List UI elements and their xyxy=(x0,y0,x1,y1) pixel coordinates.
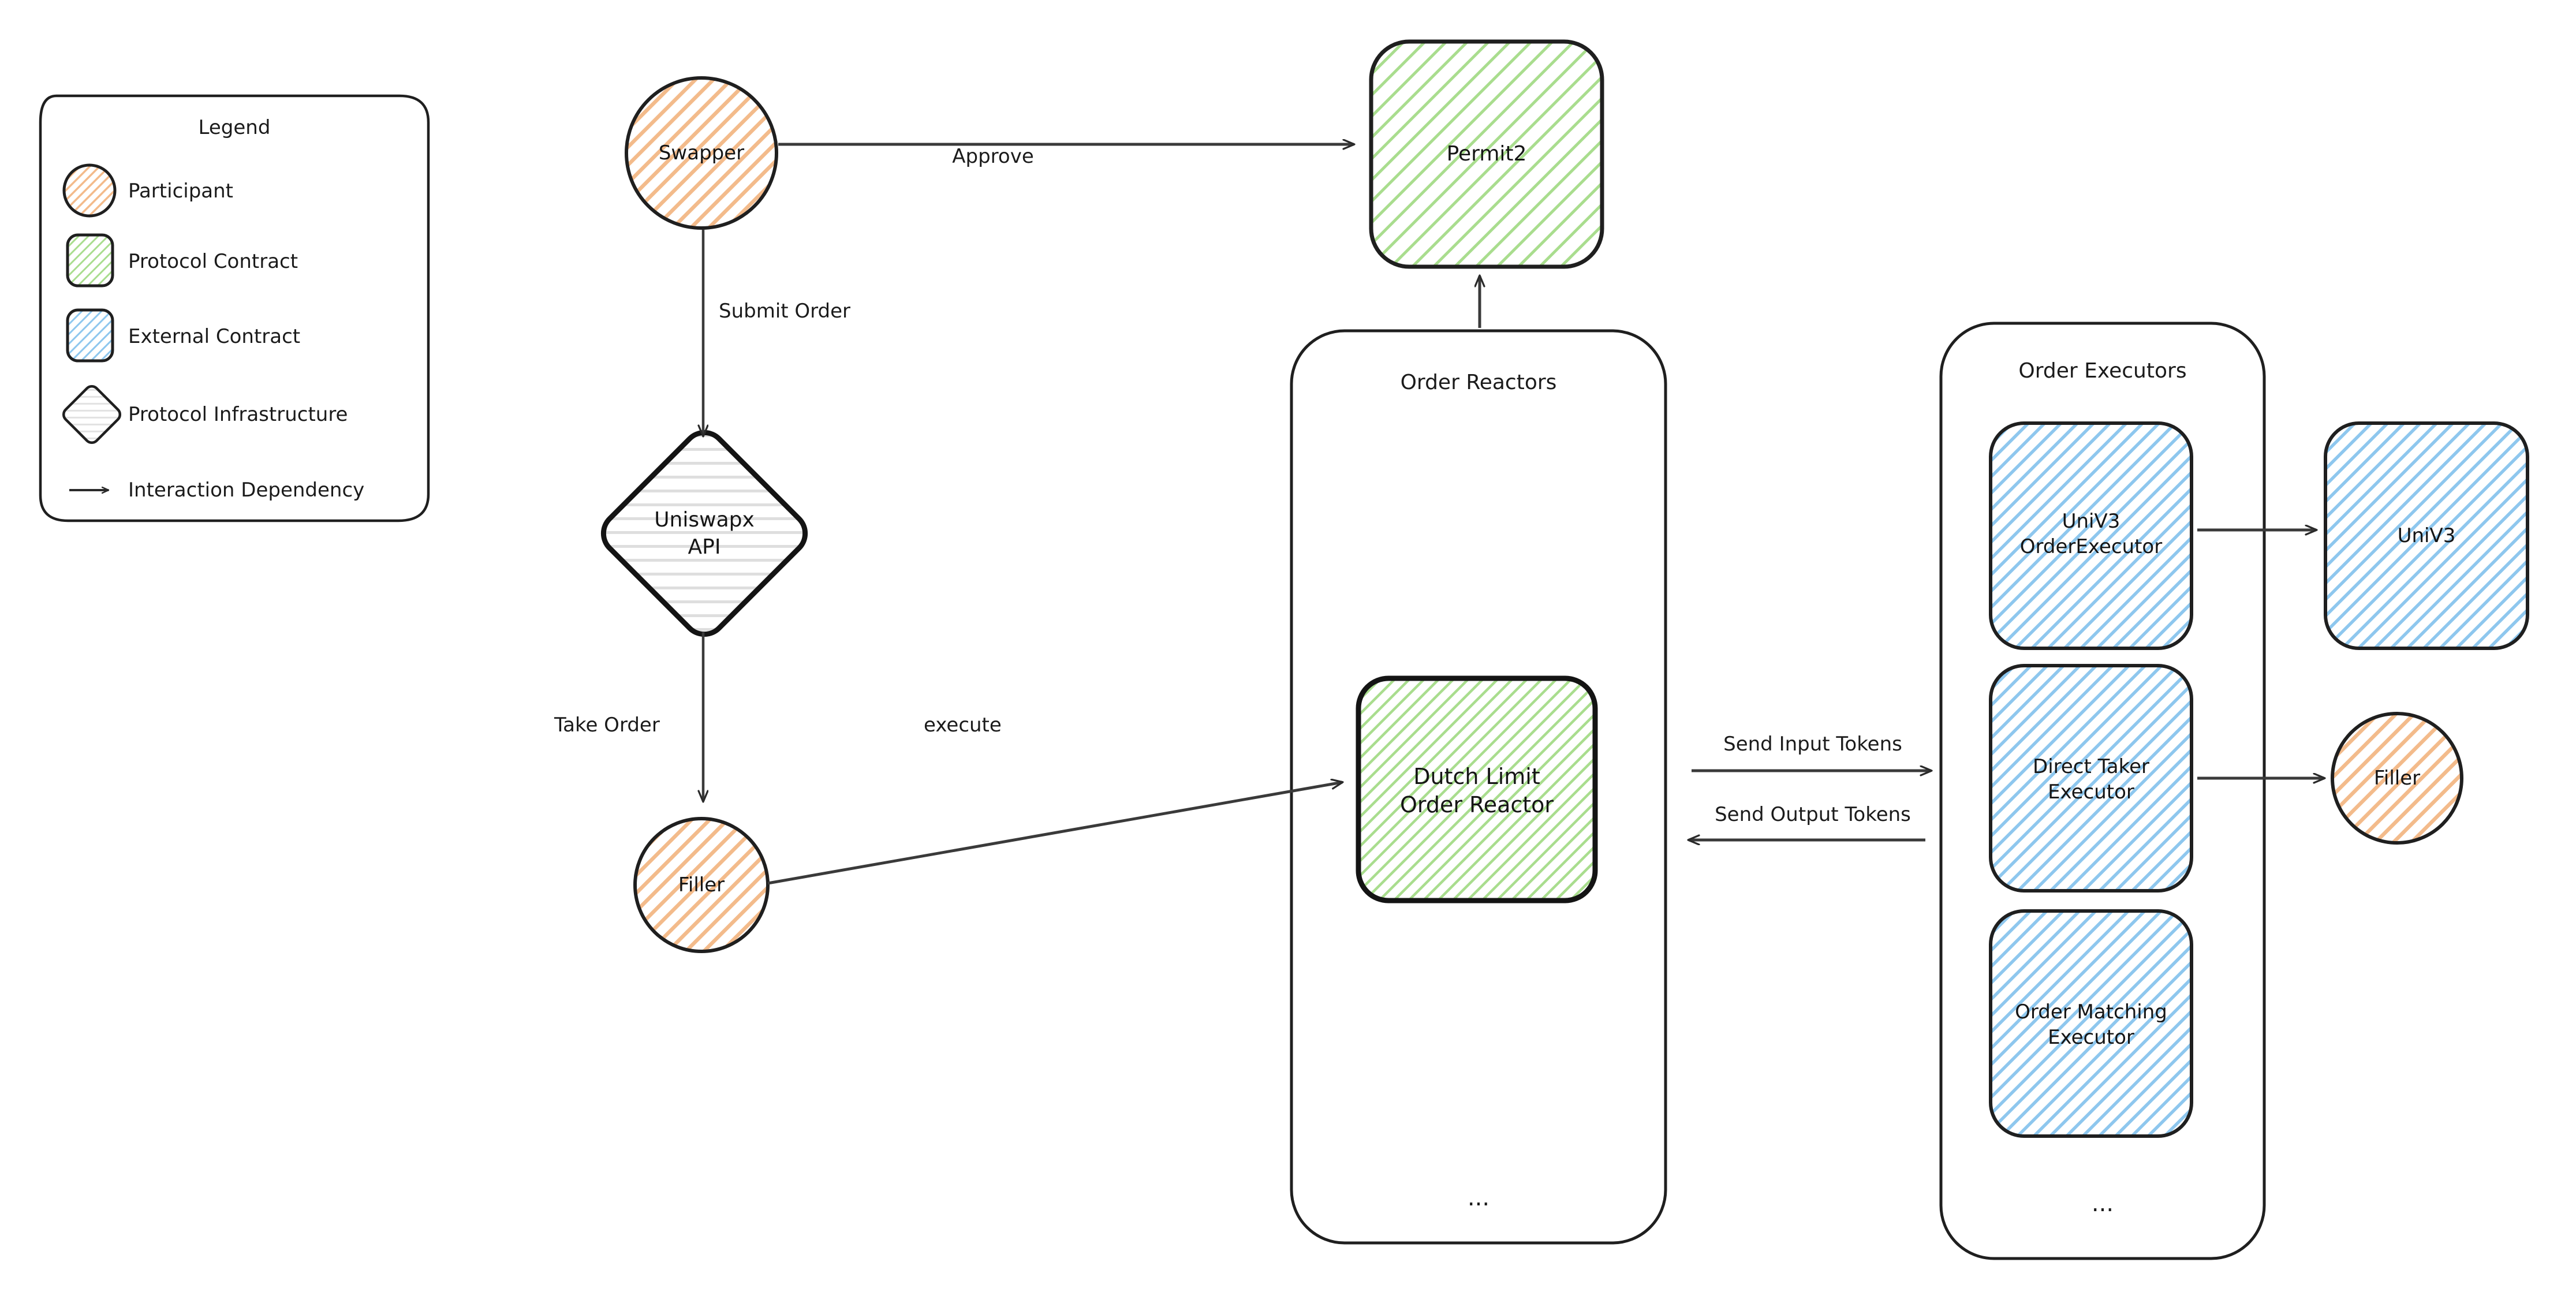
node-label-direct-taker-executor: Direct Taker Executor xyxy=(2033,755,2149,804)
node-label-filler-left: Filler xyxy=(678,873,725,897)
node-label-univ3-order-executor: UniV3 OrderExecutor xyxy=(2019,509,2163,558)
node-swapper[interactable] xyxy=(625,76,778,230)
node-univ3[interactable] xyxy=(2324,421,2529,650)
legend-swatch-external-contract xyxy=(66,308,114,363)
node-permit2[interactable] xyxy=(1369,39,1604,269)
node-filler-right[interactable] xyxy=(2331,712,2463,845)
legend-box xyxy=(39,94,430,522)
node-label-dutch-limit-order-reactor: Dutch Limit Order Reactor xyxy=(1399,763,1554,817)
legend-swatch-infrastructure xyxy=(62,384,122,445)
edge-execute xyxy=(767,782,1342,885)
node-label-order-matching-executor: Order Matching Executor xyxy=(2015,1000,2167,1049)
node-dutch-limit-order-reactor[interactable] xyxy=(1356,675,1598,903)
node-filler-left[interactable] xyxy=(633,817,770,953)
node-label-uniswapx-api: Uniswapx API xyxy=(654,508,755,559)
node-label-univ3: UniV3 xyxy=(2397,524,2456,547)
node-label-permit2: Permit2 xyxy=(1446,141,1527,166)
legend-swatch-participant xyxy=(62,163,117,218)
node-label-filler-right: Filler xyxy=(2373,766,2421,790)
legend-swatch-protocol-contract xyxy=(66,233,114,287)
node-direct-taker-executor[interactable] xyxy=(1989,664,2193,893)
node-uniswapx-api[interactable] xyxy=(595,424,813,643)
node-order-matching-executor[interactable] xyxy=(1989,909,2193,1138)
node-label-swapper: Swapper xyxy=(658,141,745,165)
node-univ3-order-executor[interactable] xyxy=(1989,421,2193,650)
